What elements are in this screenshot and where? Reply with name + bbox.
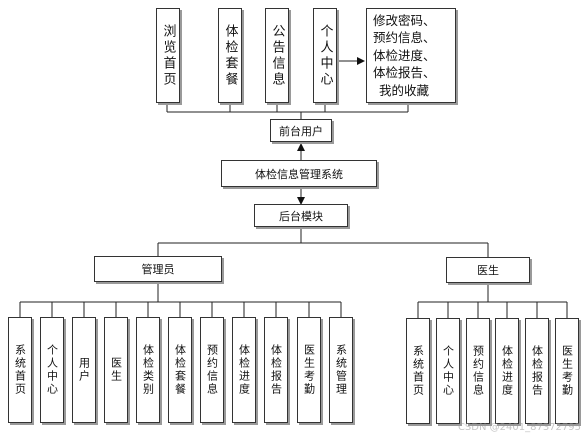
admin-module-label: 个人中心 (45, 344, 59, 396)
frontend-module-label: 个人中心 (317, 23, 333, 88)
admin-module-label: 体检进度 (237, 344, 251, 396)
admin-module-label: 系统管理 (334, 344, 348, 396)
frontend-user-node: 前台用户 (270, 119, 332, 142)
frontend-module-personal-center: 个人中心 (313, 8, 337, 103)
admin-module-label: 系统首页 (13, 344, 27, 396)
detail-line: 我的收藏 (379, 82, 430, 98)
admin-module-label: 体检报告 (269, 344, 283, 396)
admin-module-system-management: 系统管理 (329, 317, 353, 423)
doctor-role-node: 医生 (446, 257, 530, 283)
doctor-role-label: 医生 (477, 264, 499, 277)
detail-line: 预约信息、 (373, 30, 436, 46)
doctor-module-label: 预约信息 (471, 345, 485, 397)
doctor-module-label: 体检进度 (500, 345, 514, 397)
backend-module-label: 后台模块 (279, 209, 323, 223)
frontend-module-label: 浏览首页 (160, 23, 176, 88)
detail-line: 修改密码、 (373, 12, 436, 28)
admin-module-checkup-package: 体检套餐 (168, 317, 192, 423)
doctor-module-label: 医生考勤 (560, 345, 574, 397)
admin-module-doctor: 医生 (104, 317, 128, 423)
frontend-module-announcement: 公告信息 (265, 8, 289, 103)
system-title: 体检信息管理系统 (255, 167, 343, 181)
frontend-module-label: 体检套餐 (222, 23, 238, 88)
admin-module-label: 医生考勤 (302, 344, 316, 396)
doctor-module-checkup-report: 体检报告 (525, 318, 549, 424)
doctor-module-personal-center: 个人中心 (436, 318, 460, 424)
system-root-node: 体检信息管理系统 (221, 160, 377, 187)
admin-role-node: 管理员 (94, 256, 222, 282)
admin-module-checkup-progress: 体检进度 (232, 317, 256, 423)
admin-module-label: 医生 (109, 357, 123, 383)
admin-module-label: 用户 (77, 357, 91, 383)
admin-role-label: 管理员 (141, 263, 175, 276)
detail-line: 体检进度、 (373, 47, 436, 63)
doctor-module-label: 个人中心 (441, 345, 455, 397)
frontend-user-label: 前台用户 (279, 124, 323, 138)
doctor-module-label: 体检报告 (530, 345, 544, 397)
admin-module-label: 体检类别 (141, 344, 155, 396)
doctor-module-system-home: 系统首页 (406, 318, 430, 424)
admin-module-user: 用户 (72, 317, 96, 423)
detail-line: 体检报告、 (373, 65, 436, 81)
doctor-module-label: 系统首页 (411, 345, 425, 397)
backend-module-node: 后台模块 (254, 204, 348, 227)
doctor-module-checkup-progress: 体检进度 (495, 318, 519, 424)
admin-module-personal-center: 个人中心 (40, 317, 64, 423)
frontend-module-browse-home: 浏览首页 (156, 8, 180, 103)
frontend-module-checkup-package: 体检套餐 (218, 8, 242, 103)
frontend-personal-center-detail: 修改密码、 预约信息、 体检进度、 体检报告、 我的收藏 (366, 8, 456, 103)
admin-module-appointment: 预约信息 (200, 317, 224, 423)
admin-module-system-home: 系统首页 (8, 317, 32, 423)
admin-module-checkup-report: 体检报告 (264, 317, 288, 423)
admin-module-checkup-category: 体检类别 (136, 317, 160, 423)
watermark: CSDN @2401_87372795 (457, 422, 581, 433)
admin-module-doctor-attendance: 医生考勤 (297, 317, 321, 423)
doctor-module-doctor-attendance: 医生考勤 (555, 318, 579, 424)
admin-module-label: 体检套餐 (173, 344, 187, 396)
frontend-module-label: 公告信息 (269, 23, 285, 88)
admin-module-label: 预约信息 (205, 344, 219, 396)
doctor-module-appointment: 预约信息 (466, 318, 490, 424)
